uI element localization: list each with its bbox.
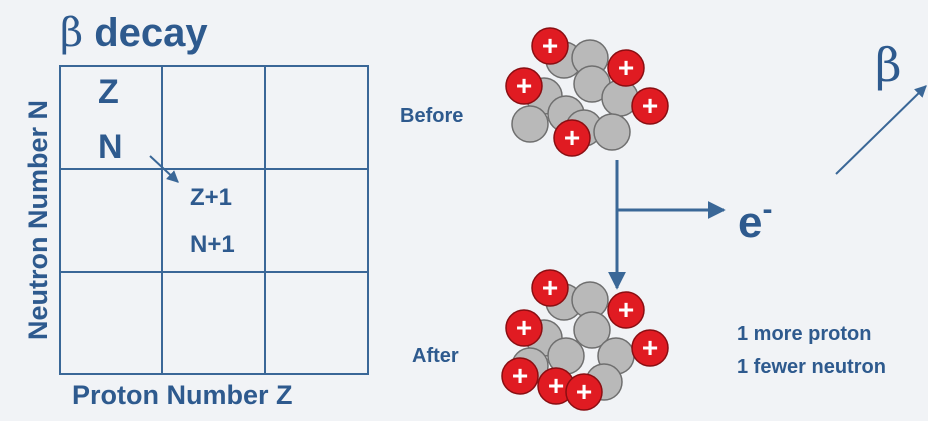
nucleus-before-neutron-7 (511, 105, 549, 143)
nucleus-after-proton-sign-12: + (512, 360, 528, 391)
nucleus-after-neutron-3 (573, 311, 611, 349)
transition-arrow (149, 155, 179, 183)
nucleus-before-proton-sign-9: + (516, 70, 532, 101)
electron-symbol: e (738, 198, 763, 247)
nucleus-before: + + + + + (505, 27, 669, 157)
start-cell-neutron-label: N (98, 128, 123, 166)
nucleus-after-proton-sign-10: + (618, 294, 634, 325)
nucleus-after-proton-9 (531, 269, 569, 307)
diagram-title: β decay (60, 10, 208, 56)
nucleus-before-proton-12 (631, 87, 669, 125)
nucleus-after-proton-sign-9: + (542, 272, 558, 303)
nucleus-after-proton-sign-14: + (576, 376, 592, 407)
nucleus-after-proton-12 (501, 357, 539, 395)
end-cell-neutron-label: N+1 (190, 231, 235, 258)
nucleus-after-proton-10 (607, 291, 645, 329)
nucleus-after-proton-11 (631, 329, 669, 367)
grid-border (59, 65, 369, 375)
nucleus-before-proton-11 (607, 49, 645, 87)
title-text: decay (94, 11, 208, 55)
after-label: After (412, 345, 459, 367)
nucleus-after-proton-sign-13: + (548, 370, 564, 401)
before-label: Before (400, 105, 464, 127)
electron-label: e- (738, 185, 772, 248)
nucleus-before-proton-sign-11: + (618, 52, 634, 83)
nucleus-before-neutron-8 (593, 113, 631, 151)
electron-charge: - (762, 193, 773, 226)
nucleus-before-proton-9 (505, 67, 543, 105)
nucleus-after-proton-14 (565, 373, 603, 411)
title-beta-symbol: β (60, 10, 84, 56)
end-cell-proton-label: Z+1 (190, 184, 233, 211)
nucleus-after-proton-8 (505, 309, 543, 347)
nucleus-after-proton-sign-8: + (516, 312, 532, 343)
nucleus-before-proton-sign-10: + (542, 30, 558, 61)
x-axis-label: Proton Number Z (72, 380, 293, 410)
start-cell-proton-label: Z (98, 73, 119, 111)
nucleus-before-proton-sign-12: + (642, 90, 658, 121)
beta-arrow (835, 85, 927, 175)
nucleus-before-proton-13 (553, 119, 591, 157)
y-axis-label: Neutron Number N (23, 99, 53, 341)
note-fewer-neutron: 1 fewer neutron (737, 356, 886, 378)
nucleus-after: + + + + + + + (501, 269, 669, 411)
nucleus-before-proton-10 (531, 27, 569, 65)
note-more-proton: 1 more proton (737, 323, 872, 345)
beta-particle-symbol: β (875, 38, 902, 92)
nucleus-after-proton-sign-11: + (642, 332, 658, 363)
nucleus-before-proton-sign-13: + (564, 122, 580, 153)
grid-chart (59, 65, 369, 375)
